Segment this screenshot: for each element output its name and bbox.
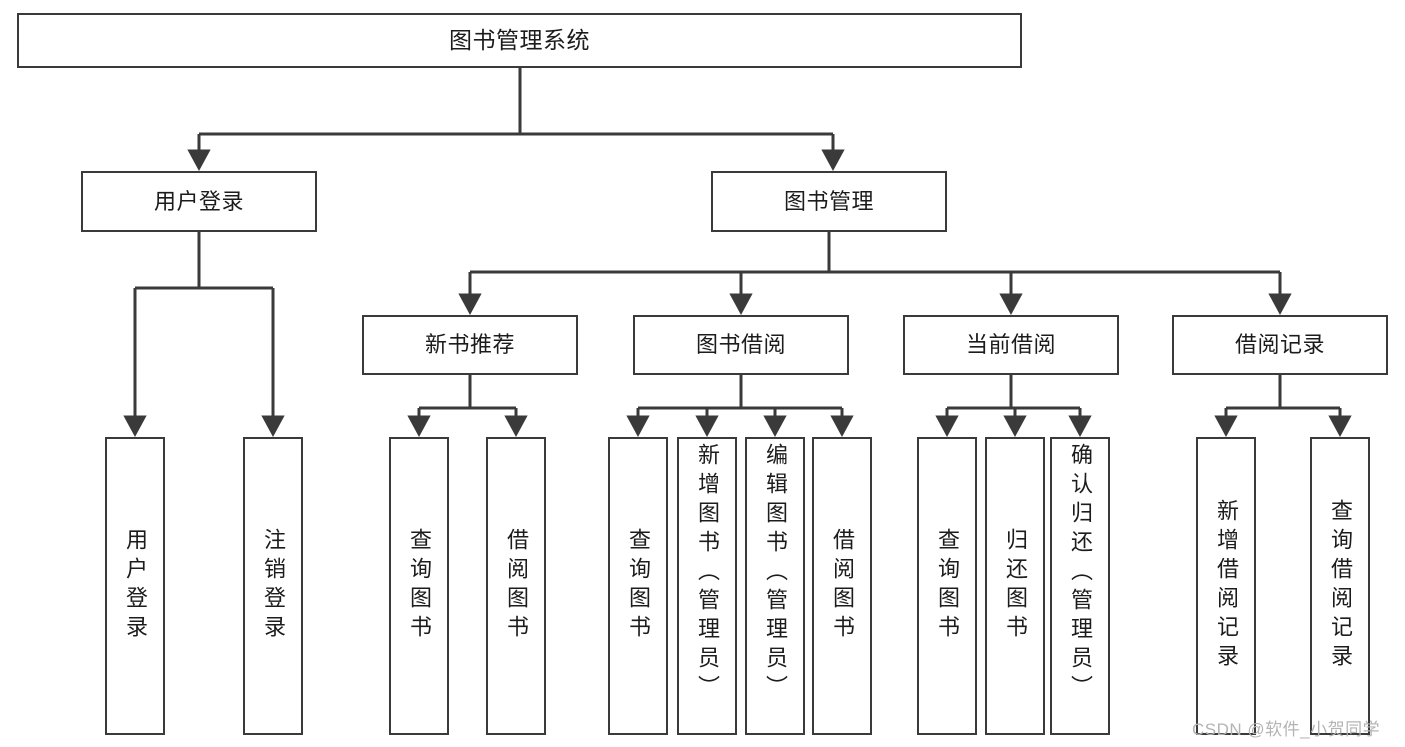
- node-root[interactable]: 图书管理系统: [17, 13, 1022, 68]
- node-new-book-recommend-label: 新书推荐: [424, 332, 515, 358]
- node-user-login-label: 用户登录: [153, 188, 244, 214]
- node-user-login[interactable]: 用户登录: [81, 171, 317, 232]
- node-leaf-query-book-1[interactable]: 查询图书: [389, 437, 449, 735]
- node-root-label: 图书管理系统: [449, 26, 590, 53]
- node-current-borrow[interactable]: 当前借阅: [903, 315, 1119, 375]
- node-leaf-confirm-return[interactable]: 确认归还（管理员）: [1050, 437, 1110, 735]
- csdn-watermark: CSDN @软件_小贺同学: [1192, 720, 1381, 739]
- node-leaf-user-logout-label: 注销登录: [261, 528, 286, 644]
- node-leaf-add-book-label: 新增图书（管理员）: [695, 443, 720, 704]
- node-new-book-recommend[interactable]: 新书推荐: [362, 315, 578, 375]
- node-leaf-query-book-3-label: 查询图书: [935, 528, 960, 644]
- node-leaf-borrow-book-2-label: 借阅图书: [830, 528, 855, 644]
- node-book-borrow[interactable]: 图书借阅: [633, 315, 849, 375]
- node-leaf-query-book-1-label: 查询图书: [407, 528, 432, 644]
- node-leaf-query-book-2[interactable]: 查询图书: [608, 437, 668, 735]
- node-leaf-borrow-book-2[interactable]: 借阅图书: [812, 437, 872, 735]
- node-leaf-query-record[interactable]: 查询借阅记录: [1310, 437, 1370, 735]
- node-leaf-query-record-label: 查询借阅记录: [1328, 499, 1353, 673]
- node-book-manage[interactable]: 图书管理: [711, 171, 947, 232]
- node-leaf-query-book-3[interactable]: 查询图书: [917, 437, 977, 735]
- node-leaf-edit-book[interactable]: 编辑图书（管理员）: [745, 437, 805, 735]
- node-leaf-query-book-2-label: 查询图书: [626, 528, 651, 644]
- node-book-manage-label: 图书管理: [783, 188, 874, 214]
- node-borrow-record[interactable]: 借阅记录: [1172, 315, 1388, 375]
- node-leaf-borrow-book-1[interactable]: 借阅图书: [486, 437, 546, 735]
- node-leaf-add-record[interactable]: 新增借阅记录: [1196, 437, 1256, 735]
- node-current-borrow-label: 当前借阅: [965, 332, 1056, 358]
- node-leaf-edit-book-label: 编辑图书（管理员）: [763, 443, 788, 704]
- node-leaf-user-login[interactable]: 用户登录: [105, 437, 165, 735]
- node-leaf-add-book[interactable]: 新增图书（管理员）: [677, 437, 737, 735]
- node-leaf-return-book[interactable]: 归还图书: [985, 437, 1045, 735]
- node-leaf-return-book-label: 归还图书: [1003, 528, 1028, 644]
- node-leaf-user-logout[interactable]: 注销登录: [243, 437, 303, 735]
- node-borrow-record-label: 借阅记录: [1234, 332, 1325, 358]
- node-leaf-user-login-label: 用户登录: [123, 528, 148, 644]
- node-leaf-confirm-return-label: 确认归还（管理员）: [1068, 443, 1093, 704]
- node-leaf-add-record-label: 新增借阅记录: [1214, 499, 1239, 673]
- node-leaf-borrow-book-1-label: 借阅图书: [504, 528, 529, 644]
- node-book-borrow-label: 图书借阅: [695, 332, 786, 358]
